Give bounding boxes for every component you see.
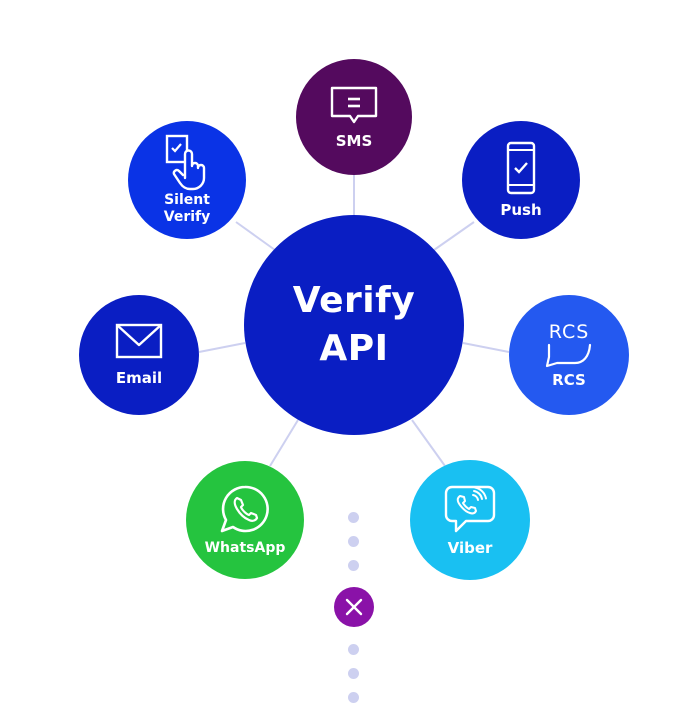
verify-api-hub: Verify API <box>244 215 464 435</box>
channel-email-label: Email <box>115 369 163 387</box>
hub-title-line2: API <box>319 328 389 369</box>
channel-viber-label: Viber <box>447 539 493 557</box>
channel-push[interactable]: Push <box>462 121 580 239</box>
tap-check-icon <box>165 134 206 191</box>
timeline-dot <box>348 692 359 703</box>
close-icon <box>345 598 363 616</box>
timeline-dot <box>348 668 359 679</box>
viber-icon <box>444 485 496 533</box>
timeline-dot <box>348 536 359 547</box>
channel-whatsapp-label: WhatsApp <box>204 540 286 556</box>
envelope-icon <box>115 323 163 359</box>
phone-check-icon <box>506 141 536 195</box>
channel-sms-label: SMS <box>335 132 373 150</box>
rcs-chat-icon: RCS <box>545 321 593 369</box>
channel-silent-verify-label-1: Silent <box>164 192 210 208</box>
connector-viber <box>411 419 446 467</box>
channel-silent-verify-label-2: Verify <box>163 209 211 225</box>
chat-bubble-icon <box>545 343 592 368</box>
sms-message-icon <box>330 86 378 124</box>
timeline-dot <box>348 512 359 523</box>
channel-push-label: Push <box>500 201 542 219</box>
connector-push <box>433 221 475 251</box>
connector-rcs <box>462 342 510 353</box>
channel-rcs[interactable]: RCS RCS <box>509 295 629 415</box>
channel-silent-verify[interactable]: Silent Verify <box>128 121 246 239</box>
close-button[interactable] <box>334 587 374 627</box>
channel-viber[interactable]: Viber <box>410 460 530 580</box>
whatsapp-icon <box>220 485 269 533</box>
channel-sms[interactable]: SMS <box>296 59 412 175</box>
timeline-dot <box>348 644 359 655</box>
timeline-dot <box>348 560 359 571</box>
channel-email[interactable]: Email <box>79 295 199 415</box>
channel-rcs-label: RCS <box>552 371 586 389</box>
channel-whatsapp[interactable]: WhatsApp <box>186 461 304 579</box>
rcs-icon-text: RCS <box>548 321 590 343</box>
hub-title-line1: Verify <box>292 280 416 321</box>
connector-email <box>198 342 246 353</box>
connector-whatsapp <box>269 419 299 467</box>
connector-silent-verify <box>235 221 276 251</box>
